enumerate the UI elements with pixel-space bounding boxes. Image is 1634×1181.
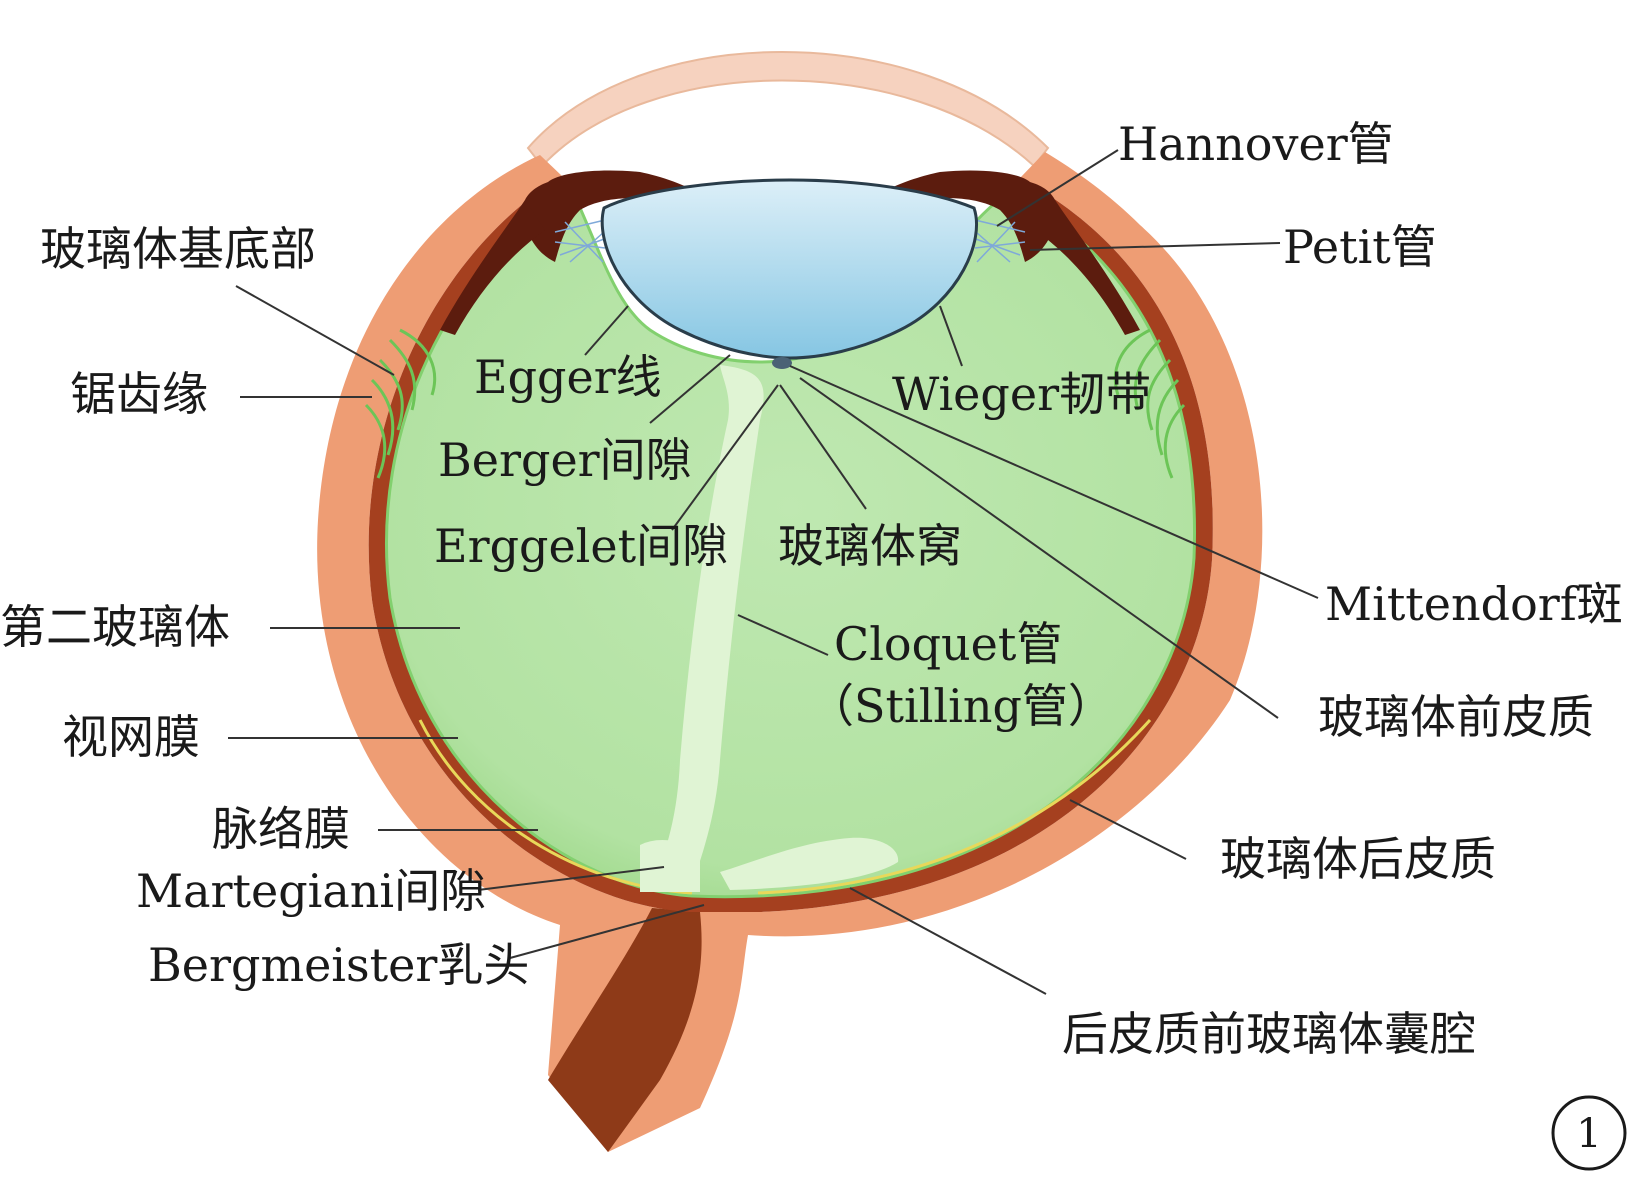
cornea (526, 51, 1050, 168)
label-patellar-fossa: 玻璃体窝 (778, 519, 962, 573)
ciliary-body-left (440, 200, 545, 335)
optic-nerve (548, 908, 702, 1152)
premacular-bursa-shape (720, 837, 899, 890)
label-egger-line: Egger线 (474, 350, 662, 404)
label-erggelet-space: Erggelet间隙 (434, 519, 728, 573)
ciliary-body-right (1035, 200, 1140, 335)
label-wieger-ligament: Wieger韧带 (892, 367, 1151, 421)
ora-serrata-fringe-left (364, 328, 437, 479)
sclera (317, 152, 1263, 1152)
label-petit-canal: Petit管 (1283, 220, 1437, 274)
zonule-fibers (554, 219, 1026, 263)
mittendorf-dot (772, 357, 792, 369)
label-secondary-vitreous: 第二玻璃体 (0, 600, 230, 654)
figure-number: 1 (1576, 1111, 1601, 1157)
label-vitreous-base: 玻璃体基底部 (40, 222, 316, 276)
label-berger-space: Berger间隙 (438, 433, 692, 487)
lens (600, 178, 979, 360)
martegiani-bulge (640, 840, 700, 892)
leader-lines (228, 149, 1319, 995)
label-anterior-cortex: 玻璃体前皮质 (1318, 690, 1594, 744)
label-ora-serrata: 锯齿缘 (70, 367, 208, 421)
ora-serrata-fringe-right (1113, 328, 1186, 479)
cloquet-canal (650, 365, 764, 892)
vitreous-body (385, 187, 1196, 899)
label-hannover-canal: Hannover管 (1118, 117, 1394, 171)
label-bergmeister-papilla: Bergmeister乳头 (148, 938, 529, 992)
label-choroid: 脉络膜 (212, 802, 350, 856)
label-premacular-bursa: 后皮质前玻璃体囊腔 (1062, 1007, 1476, 1061)
label-cloquet-canal: Cloquet管 (834, 617, 1062, 671)
label-posterior-cortex: 玻璃体后皮质 (1220, 832, 1496, 886)
figure-number-circle (1551, 1095, 1627, 1171)
label-stilling-canal: （Stilling管） (808, 679, 1114, 733)
label-retina: 视网膜 (62, 710, 200, 764)
label-martegiani-space: Martegiani间隙 (136, 864, 486, 918)
label-mittendorf-dot: Mittendorf斑 (1325, 577, 1623, 631)
